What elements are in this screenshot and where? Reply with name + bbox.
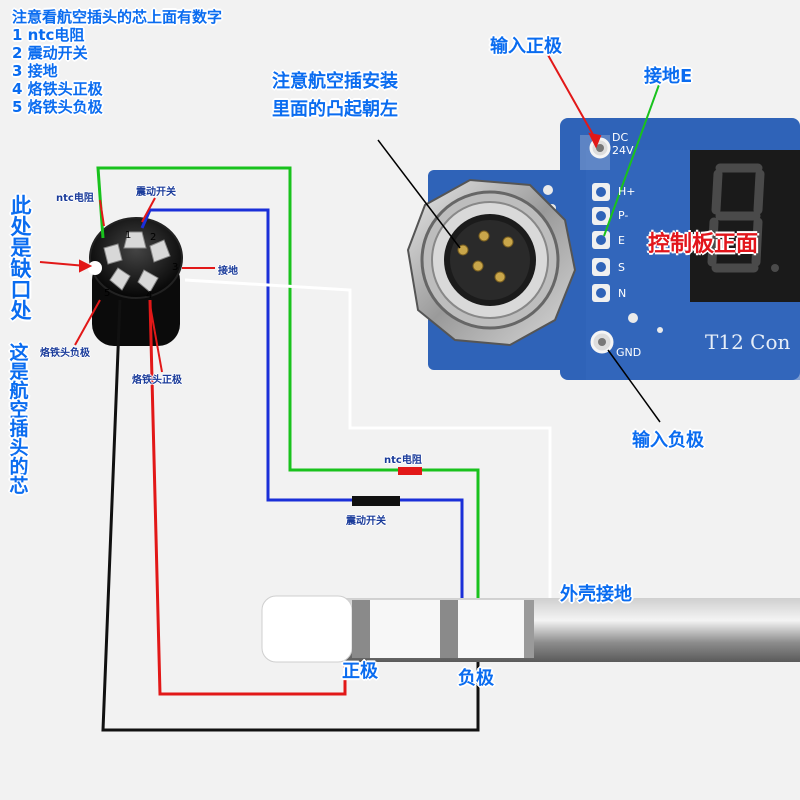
aviation-socket (406, 178, 577, 347)
plug-pin-2: 2 (150, 232, 157, 243)
plug-label-ntc: ntc电阻 (56, 193, 94, 204)
notch-vertical-label: 此处是缺口处 (10, 194, 32, 323)
plug-pin-3: 3 (172, 262, 179, 273)
pin-note-5: 5 烙铁头负极 (12, 98, 103, 116)
soldering-tip (261, 595, 800, 663)
tip-negative-label: 负极 (458, 668, 494, 689)
board-gnd-label: GND (616, 346, 642, 359)
pin-notes-title: 注意看航空插头的芯上面有数字 (12, 8, 223, 26)
black-pointers (377, 139, 661, 423)
pin-note-1: 1 ntc电阻 (12, 26, 85, 44)
plug-label-tip-negative: 烙铁头负极 (40, 348, 90, 359)
vibration-switch (352, 496, 400, 506)
control-board (428, 118, 800, 380)
plug-label-tip-positive: 烙铁头正极 (132, 375, 182, 386)
pin-note-2: 2 震动开关 (12, 44, 88, 62)
plug-connector (88, 217, 183, 346)
board-model-label: T12 Con (705, 330, 791, 354)
board-dc-label: DC (612, 131, 629, 144)
input-negative-label: 输入负极 (632, 430, 704, 451)
green-pointer (603, 81, 661, 237)
core-vertical-label: 这是航空插头的芯 (9, 342, 29, 497)
plug-label-ground: 接地 (218, 266, 238, 277)
wire-green (96, 166, 480, 598)
ntc-resistor (398, 467, 422, 475)
tip-positive-label: 正极 (342, 661, 378, 682)
board-pin-p: P- (618, 209, 629, 222)
board-pin-h: H+ (618, 185, 636, 198)
install-note: 注意航空插安装 里面的凸起朝左 (272, 68, 398, 124)
pin-notes: 注意看航空插头的芯上面有数字 1 ntc电阻 2 震动开关 3 接地 4 烙铁头… (12, 8, 222, 116)
pin-note-4: 4 烙铁头正极 (12, 80, 103, 98)
pin-note-3: 3 接地 (12, 62, 58, 80)
plug-pin-5: 5 (104, 288, 111, 299)
plug-pin-4: 4 (146, 290, 153, 301)
wire-label-vibration: 震动开关 (346, 516, 386, 527)
shell-ground-label: 外壳接地 (560, 584, 632, 605)
ground-e-label: 接地E (644, 66, 693, 87)
plug-pin-1: 1 (125, 230, 132, 241)
seven-segment-display (690, 150, 800, 302)
annotation-arrows (39, 54, 602, 373)
input-positive-label: 输入正极 (490, 36, 562, 57)
wires (96, 166, 552, 732)
wire-red (148, 299, 347, 696)
board-pin-e: E (618, 234, 625, 247)
install-note-line-2: 里面的凸起朝左 (272, 99, 398, 120)
wire-black (101, 299, 480, 732)
control-board-title: 控制板正面 (648, 232, 759, 257)
board-volt-label: 24V (612, 144, 634, 157)
board-pin-n: N (618, 287, 627, 300)
plug-label-vibration: 震动开关 (136, 187, 176, 198)
wire-label-ntc: ntc电阻 (384, 455, 422, 466)
install-note-line-1: 注意航空插安装 (272, 71, 398, 92)
wire-blue (140, 208, 464, 598)
board-pin-s: S (618, 261, 625, 274)
wire-white (184, 278, 552, 598)
